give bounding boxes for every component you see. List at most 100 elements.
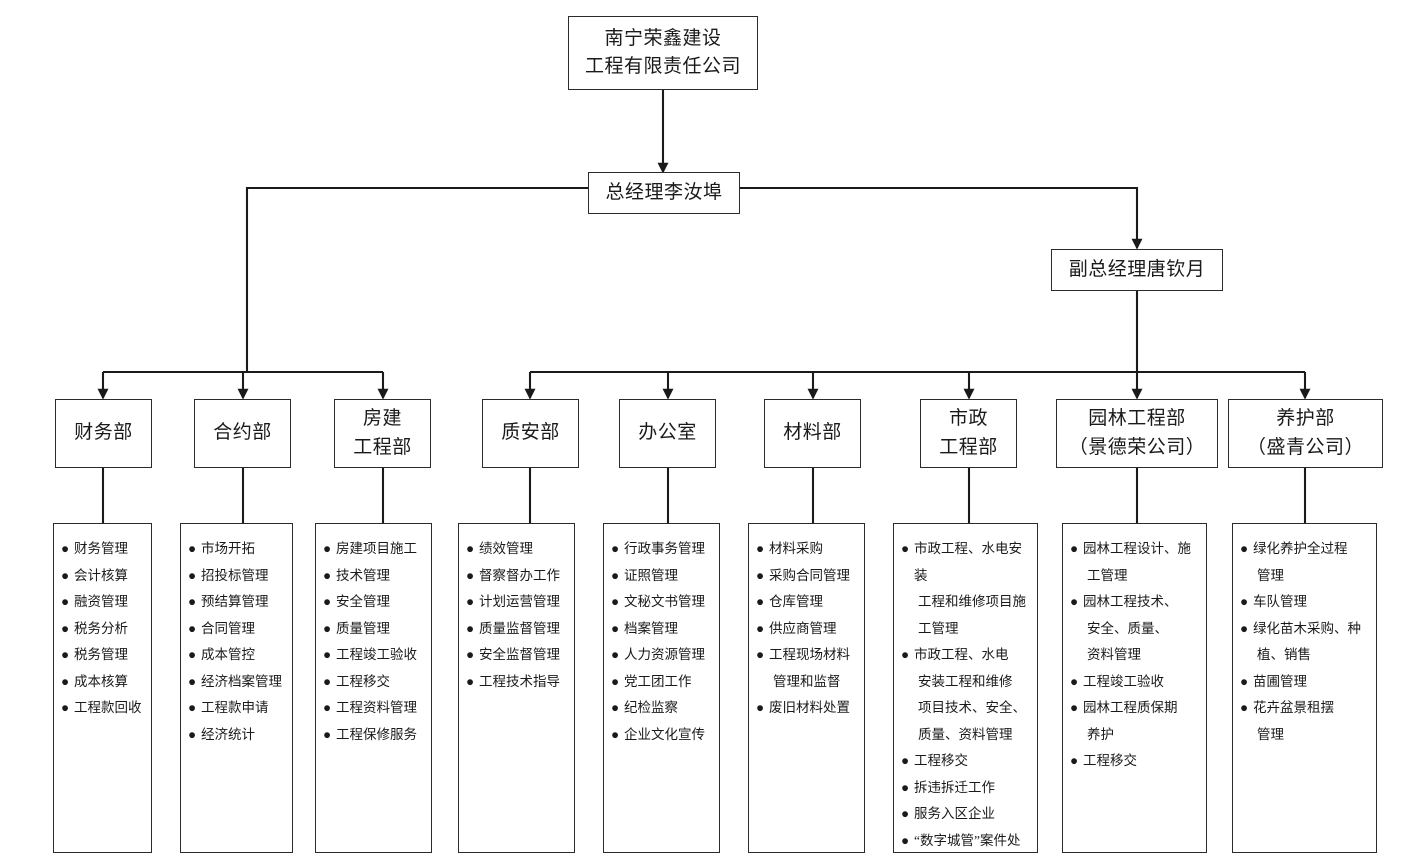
dept-detail-materials[interactable]: ●材料采购●采购合同管理●仓库管理●供应商管理●工程现场材料管理和监督●废旧材料…: [748, 523, 865, 853]
dept-header-maintenance[interactable]: 养护部 （盛青公司）: [1228, 399, 1383, 468]
company-root-box[interactable]: 南宁荣鑫建设 工程有限责任公司: [568, 16, 758, 90]
responsibility-text-cont: 管理: [1257, 726, 1284, 742]
dept-responsibility-list: ●市场开拓●招投标管理●预结算管理●合同管理●成本管控●经济档案管理●工程款申请…: [188, 536, 285, 748]
responsibility-item: ●行政事务管理: [611, 536, 712, 563]
bullet-icon: ●: [1240, 700, 1249, 715]
responsibility-text: 车队管理: [1253, 594, 1307, 609]
dept-header-line-2: （景德荣公司）: [1068, 436, 1206, 458]
responsibility-text: 成本管控: [201, 647, 255, 662]
bullet-icon: ●: [756, 620, 765, 636]
bullet-icon: ●: [61, 567, 70, 583]
bullet-icon: ●: [1070, 594, 1079, 609]
bullet-icon: ●: [901, 832, 910, 848]
dept-header-contract[interactable]: 合约部: [194, 399, 291, 468]
responsibility-text: 经济统计: [201, 726, 255, 742]
responsibility-text: “数字城管”案件处: [914, 832, 1021, 848]
responsibility-text: 市场开拓: [201, 541, 255, 556]
responsibility-item: ●技术管理: [323, 563, 424, 590]
dept-responsibility-list: ●市政工程、水电安装工程和维修项目施工管理●市政工程、水电安装工程和维修项目技术…: [901, 536, 1030, 852]
responsibility-item: ●预结算管理: [188, 589, 285, 616]
responsibility-item: ●纪检监察: [611, 695, 712, 722]
responsibility-text: 绩效管理: [479, 541, 533, 556]
responsibility-text: 材料采购: [769, 541, 823, 556]
bullet-icon: ●: [1070, 700, 1079, 715]
responsibility-text: 成本核算: [74, 673, 128, 689]
responsibility-text: 行政事务管理: [624, 541, 705, 556]
responsibility-text: 工程款回收: [74, 700, 142, 715]
dept-header-municipal-engineering[interactable]: 市政 工程部: [920, 399, 1017, 468]
bullet-icon: ●: [188, 726, 197, 742]
responsibility-item: ●服务入区企业: [901, 801, 1030, 828]
bullet-icon: ●: [466, 567, 475, 583]
responsibility-text: 房建项目施工: [336, 541, 417, 556]
responsibility-text: 企业文化宣传: [624, 726, 705, 742]
bullet-icon: ●: [1240, 673, 1249, 689]
bullet-icon: ●: [61, 541, 70, 556]
responsibility-text-cont: 养护: [1087, 726, 1114, 742]
responsibility-item: ●文秘文书管理: [611, 589, 712, 616]
dept-header-finance[interactable]: 财务部: [55, 399, 152, 468]
responsibility-item: ●经济统计: [188, 722, 285, 749]
responsibility-text: 仓库管理: [769, 594, 823, 609]
dept-detail-office[interactable]: ●行政事务管理●证照管理●文秘文书管理●档案管理●人力资源管理●党工团工作●纪检…: [603, 523, 720, 853]
responsibility-item: ●工程款申请: [188, 695, 285, 722]
bullet-icon: ●: [61, 620, 70, 636]
responsibility-text: 工程款申请: [201, 700, 269, 715]
bullet-icon: ●: [611, 726, 620, 742]
responsibility-item: ●税务管理: [61, 642, 144, 669]
bullet-icon: ●: [323, 594, 332, 609]
dept-header-line-1: 园林工程部: [1088, 408, 1186, 429]
dept-header-line-2: 工程部: [939, 436, 998, 458]
dept-detail-landscape-engineering[interactable]: ●园林工程设计、施工管理●园林工程技术、安全、质量、资料管理●工程竣工验收●园林…: [1062, 523, 1207, 853]
responsibility-item: ●合同管理: [188, 616, 285, 643]
responsibility-text: 工程技术指导: [479, 673, 560, 689]
bullet-icon: ●: [323, 541, 332, 556]
responsibility-text: 服务入区企业: [914, 806, 995, 821]
bullet-icon: ●: [466, 541, 475, 556]
general-manager-box[interactable]: 总经理李汝埠: [588, 172, 740, 214]
dept-header-quality-safety[interactable]: 质安部: [482, 399, 579, 468]
responsibility-text: 绿化养护全过程: [1253, 541, 1348, 556]
responsibility-item: ● 工程竣工验收: [323, 642, 424, 669]
responsibility-item: ●安全监督管理: [466, 642, 567, 669]
dept-detail-building-engineering[interactable]: ●房建项目施工●技术管理●安全管理●质量管理●工程竣工验收●工程移交●工程资料管…: [315, 523, 432, 853]
responsibility-item: ●绿化养护全过程管理: [1240, 536, 1369, 589]
bullet-icon: ●: [756, 594, 765, 609]
deputy-general-manager-box[interactable]: 副总经理唐钦月: [1051, 249, 1223, 291]
bullet-icon: ●: [323, 673, 332, 689]
deputy-general-manager-label: 副总经理唐钦月: [1068, 258, 1206, 280]
bullet-icon: ●: [61, 673, 70, 689]
responsibility-text: 计划运营管理: [479, 594, 560, 609]
bullet-icon: ●: [466, 673, 475, 689]
responsibility-text-cont: 项目技术、安全、: [918, 700, 1026, 715]
responsibility-text: 市政工程、水电: [914, 647, 1009, 662]
dept-responsibility-list: ●绩效管理●督察督办工作●计划运营管理●质量监督管理●安全监督管理●工程技术指导: [466, 536, 567, 695]
bullet-icon: ●: [756, 567, 765, 583]
dept-header-office[interactable]: 办公室: [619, 399, 716, 468]
bullet-icon: ●: [466, 620, 475, 636]
dept-detail-finance[interactable]: ●财务管理●会计核算●融资管理●税务分析●税务管理●成本核算●工程款回收: [53, 523, 152, 853]
dept-detail-municipal-engineering[interactable]: ●市政工程、水电安装工程和维修项目施工管理●市政工程、水电安装工程和维修项目技术…: [893, 523, 1038, 853]
bullet-icon: ●: [1240, 620, 1249, 636]
responsibility-text: 采购合同管理: [769, 567, 850, 583]
responsibility-item: ●计划运营管理: [466, 589, 567, 616]
responsibility-text: 督察督办工作: [479, 567, 560, 583]
bullet-icon: ●: [323, 647, 332, 662]
responsibility-item: ●园林工程技术、安全、质量、资料管理: [1070, 589, 1199, 669]
dept-header-materials[interactable]: 材料部: [764, 399, 861, 468]
responsibility-item: ● 房建项目施工: [323, 536, 424, 563]
responsibility-text-cont: 安全、质量、: [1087, 620, 1168, 636]
responsibility-text: 工程竣工验收: [336, 647, 417, 662]
dept-detail-quality-safety[interactable]: ●绩效管理●督察督办工作●计划运营管理●质量监督管理●安全监督管理●工程技术指导: [458, 523, 575, 853]
dept-header-landscape-engineering[interactable]: 园林工程部 （景德荣公司）: [1056, 399, 1218, 468]
bullet-icon: ●: [611, 567, 620, 583]
responsibility-text: 技术管理: [336, 567, 390, 583]
dept-header-building-engineering[interactable]: 房建 工程部: [334, 399, 431, 468]
bullet-icon: ●: [323, 620, 332, 636]
dept-detail-contract[interactable]: ●市场开拓●招投标管理●预结算管理●合同管理●成本管控●经济档案管理●工程款申请…: [180, 523, 293, 853]
dept-detail-maintenance[interactable]: ●绿化养护全过程管理●车队管理●绿化苗木采购、种植、销售●苗圃管理●花卉盆景租摆…: [1232, 523, 1377, 853]
responsibility-text: 工程保修服务: [336, 726, 417, 742]
responsibility-text: 税务管理: [74, 647, 128, 662]
responsibility-item: ●会计核算: [61, 563, 144, 590]
